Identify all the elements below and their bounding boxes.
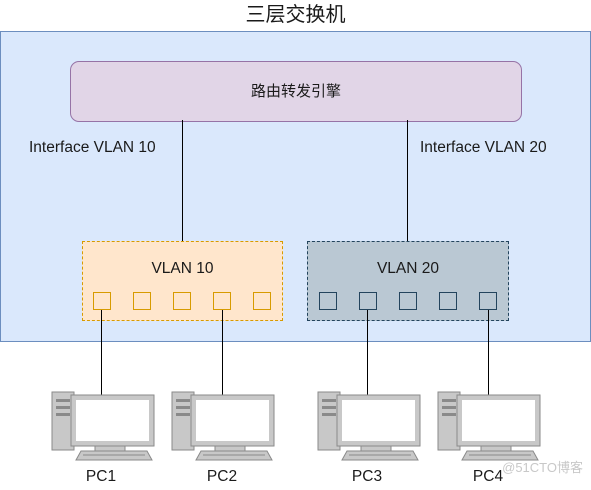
- pc3-link: [367, 310, 368, 395]
- routing-engine-box: 路由转发引擎: [70, 61, 522, 122]
- vlan10-port-3: [173, 292, 191, 310]
- pc3-label: PC3: [351, 468, 383, 485]
- vlan20-port-3: [399, 292, 417, 310]
- pc4-link: [488, 310, 489, 395]
- vlan20-label: VLAN 20: [376, 260, 440, 277]
- pc1-link: [101, 310, 102, 395]
- engine-to-vlan10-link: [182, 120, 183, 241]
- watermark-text: @51CTO博客: [502, 460, 583, 475]
- vlan20-port-4: [439, 292, 457, 310]
- vlan10-group: VLAN 10: [82, 241, 283, 321]
- interface-vlan20-label: Interface VLAN 20: [420, 139, 547, 156]
- vlan10-port-1: [93, 292, 111, 310]
- diagram-title: 三层交换机: [245, 4, 346, 26]
- vlan10-port-5: [253, 292, 271, 310]
- vlan10-port-4: [213, 292, 231, 310]
- engine-to-vlan20-link: [407, 120, 408, 241]
- pc3-computer-icon: [317, 391, 421, 461]
- vlan20-group: VLAN 20: [307, 241, 509, 321]
- pc2-label: PC2: [206, 468, 238, 485]
- vlan10-port-2: [133, 292, 151, 310]
- vlan20-port-2: [359, 292, 377, 310]
- pc4-computer-icon: [437, 391, 541, 461]
- pc4-label: PC4: [472, 468, 504, 485]
- vlan20-port-5: [479, 292, 497, 310]
- vlan10-label: VLAN 10: [151, 260, 214, 277]
- vlan20-port-1: [319, 292, 337, 310]
- interface-vlan10-label: Interface VLAN 10: [29, 139, 156, 156]
- pc1-label: PC1: [85, 468, 117, 485]
- pc1-computer-icon: [51, 391, 155, 461]
- pc2-link: [222, 310, 223, 395]
- pc2-computer-icon: [171, 391, 275, 461]
